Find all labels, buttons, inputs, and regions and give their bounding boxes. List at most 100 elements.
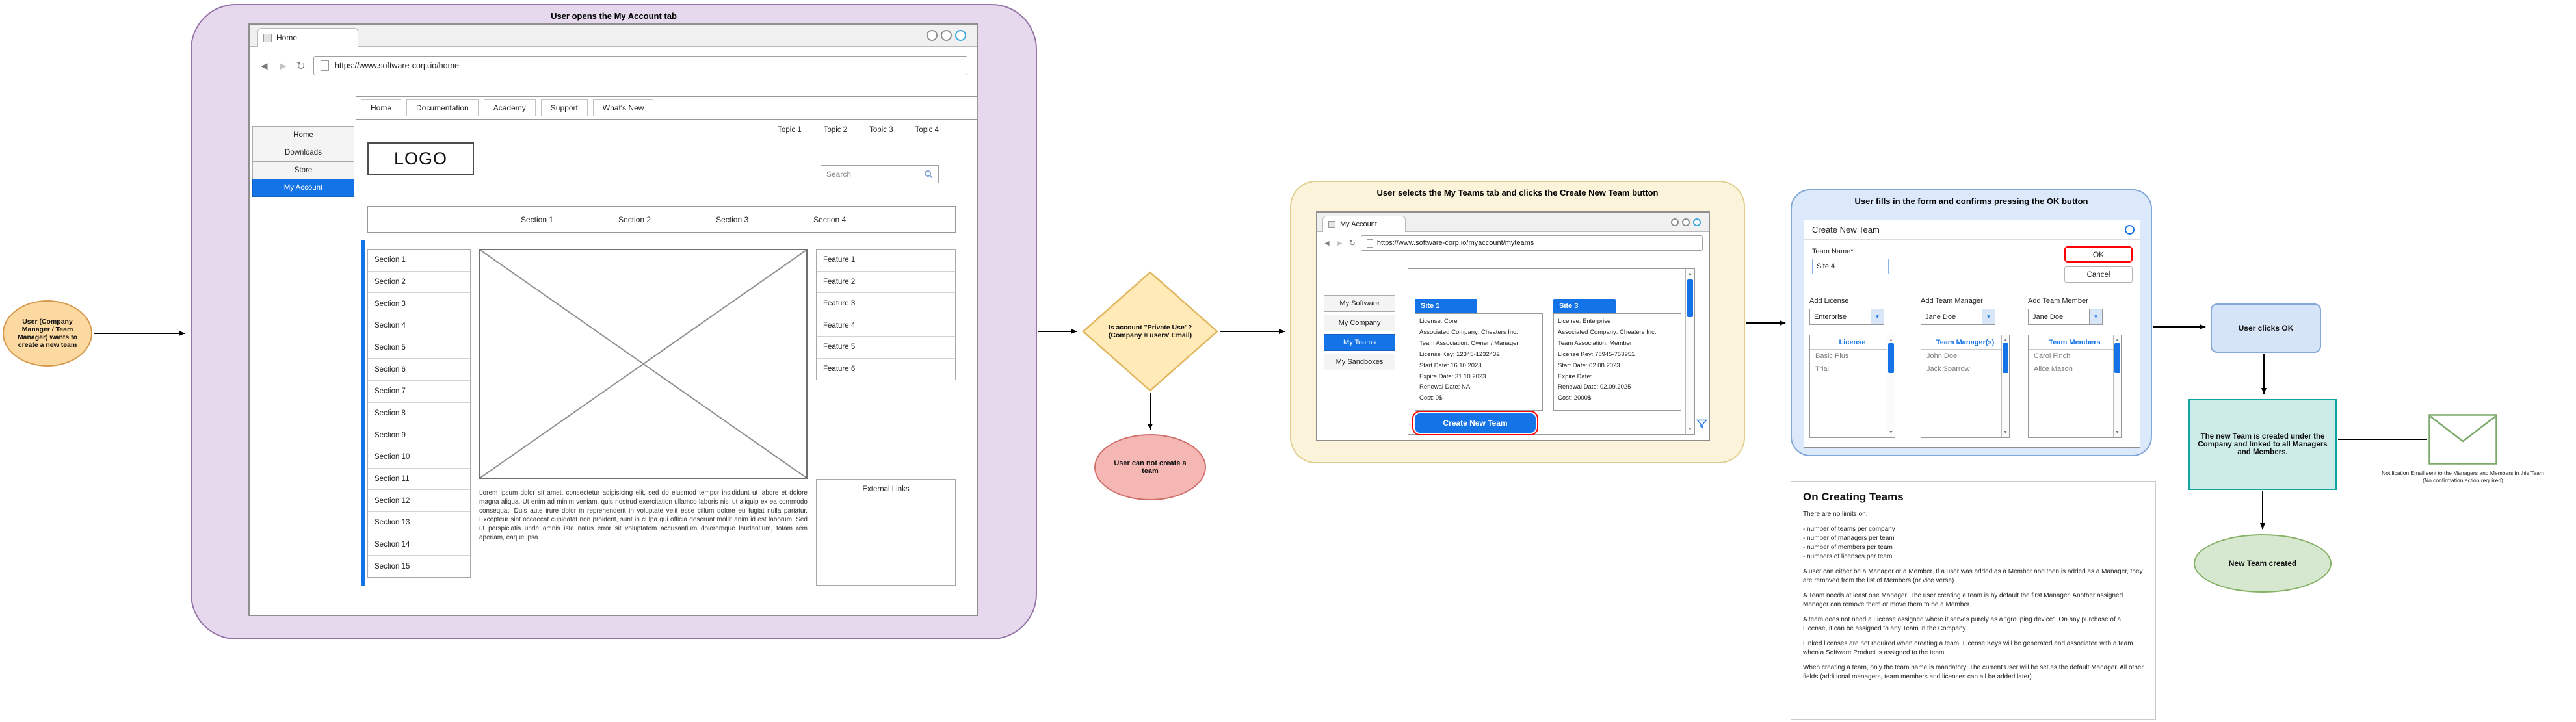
section-list-item[interactable]: Section 10 bbox=[368, 446, 470, 469]
scrollbar[interactable]: ▲ ▼ bbox=[2001, 335, 2009, 437]
section-list-item[interactable]: Section 5 bbox=[368, 337, 470, 359]
browser-tab[interactable]: My Account bbox=[1322, 216, 1406, 232]
page-icon bbox=[320, 60, 329, 71]
site-detail-line: Expire Date: 31.10.2023 bbox=[1419, 372, 1486, 380]
scroll-thumb[interactable] bbox=[1888, 343, 1894, 373]
back-icon[interactable]: ◄ bbox=[1323, 239, 1331, 248]
section-list-item[interactable]: Section 7 bbox=[368, 381, 470, 403]
topic-link[interactable]: Topic 3 bbox=[869, 126, 893, 134]
section-list-item[interactable]: Section 14 bbox=[368, 534, 470, 556]
section-list-item[interactable]: Section 4 bbox=[368, 315, 470, 337]
menu-item[interactable]: Home bbox=[361, 99, 402, 116]
list-item[interactable]: John Doe bbox=[1926, 352, 1958, 360]
section-list-item[interactable]: Section 3 bbox=[368, 293, 470, 316]
section-list-item[interactable]: Section 12 bbox=[368, 490, 470, 513]
url-bar[interactable]: https://www.software-corp.io/home bbox=[313, 56, 967, 75]
sidebar-item-my-sandboxes[interactable]: My Sandboxes bbox=[1324, 354, 1395, 370]
section-list-item[interactable]: Section 11 bbox=[368, 469, 470, 491]
feature-list-item[interactable]: Feature 2 bbox=[817, 272, 955, 293]
search-input[interactable] bbox=[826, 170, 911, 179]
topic-link[interactable]: Topic 1 bbox=[778, 126, 802, 134]
window-control-icon[interactable] bbox=[1682, 218, 1690, 226]
list-item[interactable]: Carol Finch bbox=[2034, 352, 2071, 360]
window-control-icon[interactable] bbox=[941, 30, 952, 41]
scroll-thumb[interactable] bbox=[2003, 343, 2008, 373]
url-bar[interactable]: https://www.software-corp.io/myaccount/m… bbox=[1360, 235, 1703, 251]
chevron-down-icon[interactable]: ▼ bbox=[2089, 309, 2102, 324]
scroll-down-icon[interactable]: ▼ bbox=[2003, 430, 2008, 435]
sidebar-item-my-teams[interactable]: My Teams bbox=[1324, 334, 1395, 351]
search-box[interactable] bbox=[821, 165, 939, 183]
browser-tab[interactable]: Home bbox=[257, 28, 358, 47]
feature-list-item[interactable]: Feature 1 bbox=[817, 250, 955, 272]
forward-icon[interactable]: ► bbox=[1335, 239, 1344, 248]
scroll-up-icon[interactable]: ▲ bbox=[2003, 338, 2008, 342]
cancel-button[interactable]: Cancel bbox=[2064, 266, 2133, 283]
team-name-input[interactable] bbox=[1812, 259, 1889, 274]
section-list-item[interactable]: Section 9 bbox=[368, 424, 470, 447]
section-list-item[interactable]: Section 1 bbox=[368, 250, 470, 272]
scrollbar[interactable]: ▲ ▼ bbox=[1887, 335, 1895, 437]
window-control-icon[interactable] bbox=[955, 30, 966, 41]
feature-list-item[interactable]: Feature 4 bbox=[817, 315, 955, 337]
chevron-down-icon[interactable]: ▼ bbox=[1982, 309, 1995, 324]
menu-item[interactable]: Documentation bbox=[406, 99, 479, 116]
section-tab[interactable]: Section 2 bbox=[618, 214, 651, 224]
sidebar-item-downloads[interactable]: Downloads bbox=[252, 144, 354, 162]
sidebar-item-home[interactable]: Home bbox=[252, 126, 354, 144]
team-member-dropdown[interactable]: Jane Doe ▼ bbox=[2028, 309, 2103, 325]
license-dropdown[interactable]: Enterprise ▼ bbox=[1809, 309, 1884, 325]
list-item[interactable]: Trial bbox=[1815, 365, 1829, 373]
logo: LOGO bbox=[367, 142, 474, 175]
sidebar-item-my-account[interactable]: My Account bbox=[252, 179, 354, 197]
scroll-up-icon[interactable]: ▲ bbox=[1889, 338, 1893, 342]
section-tab[interactable]: Section 3 bbox=[716, 214, 749, 224]
feature-list-item[interactable]: Feature 6 bbox=[823, 365, 856, 373]
topic-link[interactable]: Topic 2 bbox=[823, 126, 848, 134]
scroll-up-icon[interactable]: ▲ bbox=[1688, 272, 1692, 276]
ok-button[interactable]: OK bbox=[2064, 246, 2133, 263]
scrollbar[interactable]: ▲ ▼ bbox=[1685, 269, 1694, 434]
scroll-thumb[interactable] bbox=[1687, 279, 1693, 317]
create-new-team-button[interactable]: Create New Team bbox=[1412, 411, 1538, 435]
section-list-item[interactable]: Section 15 bbox=[375, 562, 410, 571]
section-list-item[interactable]: Section 8 bbox=[368, 403, 470, 425]
forward-icon[interactable]: ► bbox=[277, 59, 289, 72]
refresh-icon[interactable]: ↻ bbox=[1348, 239, 1356, 248]
window-control-icon[interactable] bbox=[1693, 218, 1701, 226]
scrollbar[interactable]: ▲ ▼ bbox=[2113, 335, 2121, 437]
list-item[interactable]: Alice Mason bbox=[2034, 365, 2073, 373]
scroll-down-icon[interactable]: ▼ bbox=[2115, 430, 2120, 435]
sidebar-item-my-software[interactable]: My Software bbox=[1324, 295, 1395, 312]
scroll-thumb[interactable] bbox=[2114, 343, 2120, 373]
form-options-icon[interactable] bbox=[2125, 225, 2135, 235]
back-icon[interactable]: ◄ bbox=[259, 59, 270, 72]
window-control-icon[interactable] bbox=[927, 30, 938, 41]
menu-item[interactable]: Support bbox=[540, 99, 588, 116]
site-card-tab[interactable]: Site 1 bbox=[1415, 299, 1477, 313]
filter-icon[interactable] bbox=[1696, 419, 1707, 429]
site-card-tab[interactable]: Site 3 bbox=[1553, 299, 1616, 313]
sidebar-item-my-company[interactable]: My Company bbox=[1324, 315, 1395, 331]
window-control-icon[interactable] bbox=[1671, 218, 1679, 226]
team-manager-dropdown[interactable]: Jane Doe ▼ bbox=[1921, 309, 1995, 325]
list-item[interactable]: Basic Plus bbox=[1815, 352, 1849, 360]
refresh-icon[interactable]: ↻ bbox=[296, 59, 306, 72]
feature-list-item[interactable]: Feature 3 bbox=[817, 293, 955, 315]
menu-item[interactable]: What's New bbox=[592, 99, 654, 116]
scroll-up-icon[interactable]: ▲ bbox=[2115, 338, 2120, 342]
section-list-item[interactable]: Section 6 bbox=[368, 359, 470, 381]
section-list-item[interactable]: Section 2 bbox=[368, 272, 470, 294]
menu-item[interactable]: Academy bbox=[483, 99, 536, 116]
topic-link[interactable]: Topic 4 bbox=[915, 126, 939, 134]
chevron-down-icon[interactable]: ▼ bbox=[1871, 309, 1884, 324]
scroll-down-icon[interactable]: ▼ bbox=[1889, 430, 1893, 435]
feature-list-item[interactable]: Feature 5 bbox=[817, 337, 955, 359]
sidebar-item-store[interactable]: Store bbox=[252, 161, 354, 179]
section-tab[interactable]: Section 1 bbox=[521, 214, 554, 224]
scroll-down-icon[interactable]: ▼ bbox=[1688, 427, 1692, 432]
section-tab[interactable]: Section 4 bbox=[813, 214, 847, 224]
section-list-item[interactable]: Section 13 bbox=[368, 512, 470, 534]
list-item[interactable]: Jack Sparrow bbox=[1926, 365, 1970, 373]
